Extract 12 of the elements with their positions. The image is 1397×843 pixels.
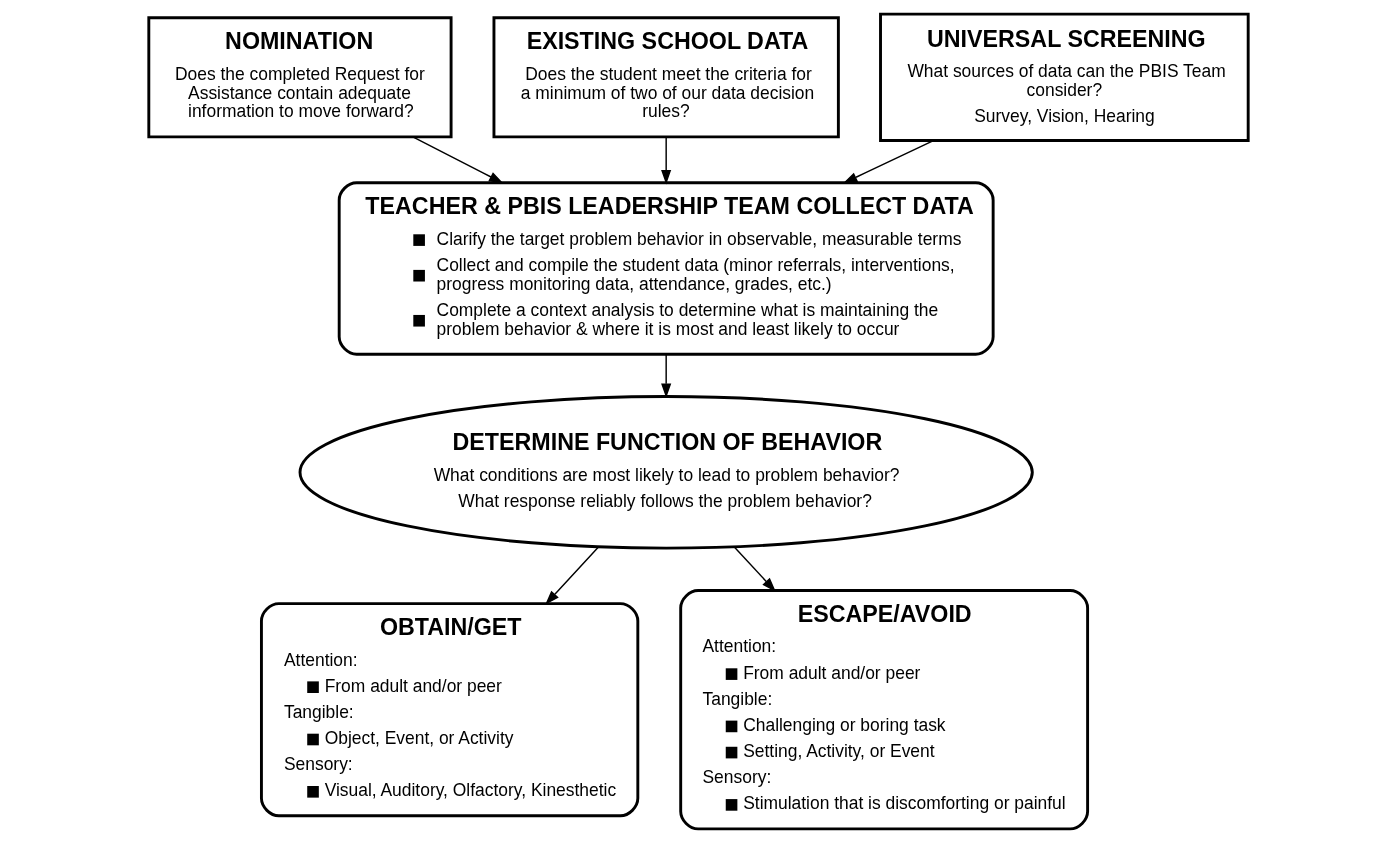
- node-box: OBTAIN/GET Attention: From adult and/or peer Tangible: Object, Event, or Activity Sensory: Visual, Auditory, Olfactory, Kinesthetic: [260, 602, 640, 818]
- arrow: [545, 546, 599, 605]
- arrow: [661, 136, 672, 185]
- node-ellipse: DETERMINE FUNCTION OF BEHAVIOR What conditions are most likely to lead to problem behavior? What response reliably follows the problem behavior?: [298, 395, 1034, 550]
- arrow: [733, 546, 776, 592]
- node-box: TEACHER & PBIS LEADERSHIP TEAM COLLECT DATA Clarify the target problem behavior in observable, measurable terms Collect and compile the student data (minor referrals, interventions, progress monitoring data, attendance, grades, etc.) Complete a context analysis to determine what is maintaining the problem behavior & where it is most and least likely to occur: [337, 181, 995, 356]
- node-box: NOMINATION Does the completed Request for Assistance contain adequate information to move forward?: [147, 16, 453, 139]
- arrow: [412, 136, 504, 184]
- arrow: [842, 139, 935, 184]
- node-box: EXISTING SCHOOL DATA Does the student meet the criteria for a minimum of two of our data decision rules?: [492, 16, 840, 139]
- node-box: ESCAPE/AVOID Attention: From adult and/or peer Tangible: Challenging or boring task Setting, Activity, or Event Sensory: Stimulation that is discomforting or painful: [679, 589, 1090, 831]
- node-box: UNIVERSAL SCREENING What sources of data can the PBIS Team consider? Survey, Vision, Hearing: [879, 12, 1250, 142]
